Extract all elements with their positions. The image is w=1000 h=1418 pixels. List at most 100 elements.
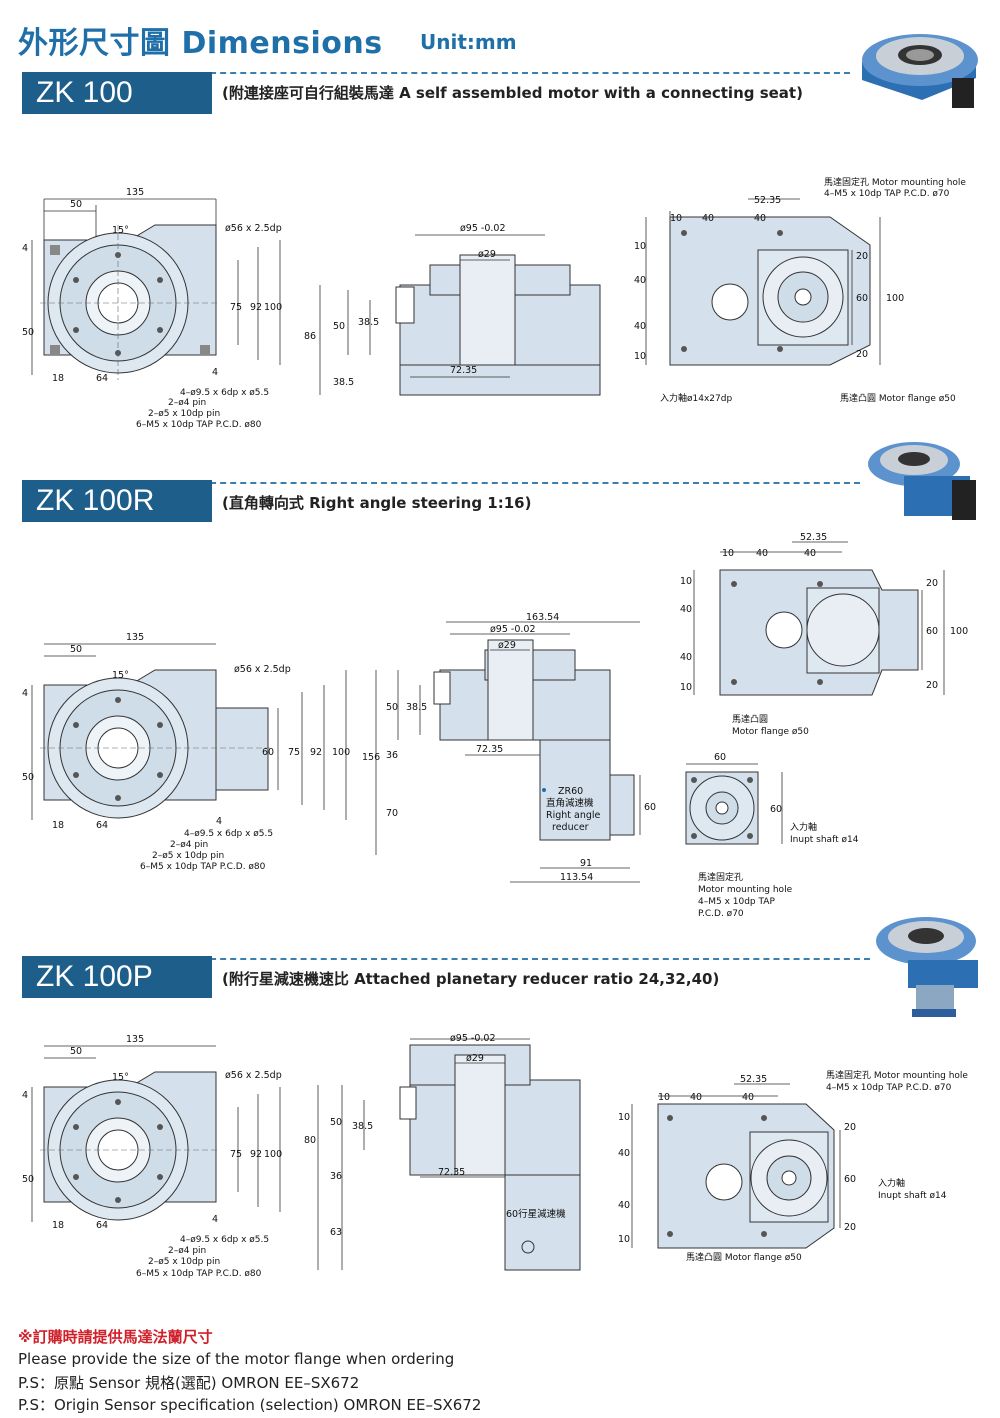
- dim-label: 36: [330, 1171, 342, 1182]
- dim-label: 36: [386, 750, 398, 761]
- dim-label: 64: [96, 820, 108, 831]
- note-text: 入力軸ø14x27dp: [660, 392, 732, 404]
- dim-label: 52.35: [740, 1074, 767, 1085]
- dim-label: 10: [680, 576, 692, 587]
- note-text: Inupt shaft ø14: [790, 835, 859, 845]
- dim-label: 50: [70, 199, 82, 210]
- dim-label: 86: [304, 331, 316, 342]
- dim-label: 100: [264, 1149, 282, 1160]
- dim-label: 135: [126, 1034, 144, 1045]
- reducer-label: 60行星減速機: [506, 1208, 566, 1220]
- dim-label: 20: [844, 1222, 856, 1233]
- order-note-cn: ※訂購時請提供馬達法蘭尺寸: [18, 1328, 213, 1346]
- dim-label: 40: [742, 1092, 754, 1103]
- dim-label: 50: [386, 702, 398, 713]
- dim-label: 18: [52, 820, 64, 831]
- dim-label: 18: [52, 1220, 64, 1231]
- note-text: Motor mounting hole: [698, 885, 793, 895]
- note-text: 4–ø9.5 x 6dp x ø5.5: [180, 388, 269, 398]
- zk100p-front-view: 135 50 15° ø56 x 2.5dp 4 50 18 64 4 75 9…: [22, 1034, 282, 1279]
- reducer-label: Right angle: [546, 810, 601, 821]
- dim-label: 64: [96, 373, 108, 384]
- note-text: Motor flange ø50: [732, 727, 809, 737]
- note-text: 2–ø5 x 10dp pin: [148, 409, 220, 419]
- dim-label: 60: [844, 1174, 856, 1185]
- dim-label: 70: [386, 808, 398, 819]
- model-description: (附行星減速機速比 Attached planetary reducer rat…: [222, 970, 720, 988]
- dim-label: 72.35: [450, 365, 477, 376]
- section-divider: [200, 72, 850, 74]
- dim-label: 92: [250, 302, 262, 313]
- note-text: 6–M5 x 10dp TAP P.C.D. ø80: [136, 1269, 262, 1279]
- dim-label: 156: [362, 752, 380, 763]
- dim-label: 20: [926, 578, 938, 589]
- dim-label: 50: [22, 1174, 34, 1185]
- note-text: 2–ø4 pin: [168, 1246, 206, 1256]
- dim-label: 40: [618, 1148, 630, 1159]
- dim-label: ø56 x 2.5dp: [225, 1070, 282, 1081]
- dim-label: 50: [70, 1046, 82, 1057]
- section-divider: [200, 958, 870, 960]
- dim-label: ø56 x 2.5dp: [225, 223, 282, 234]
- zk100-side-view: ø95 -0.02 ø29 86 50 38.5 38.5 72.35: [304, 223, 601, 396]
- dim-label: 75: [230, 302, 242, 313]
- zk100r-motor-view: 52.35 10 40 40 10 40 40 10 20 60 100 20 …: [680, 532, 968, 737]
- dim-label: 38.5: [333, 377, 354, 388]
- product-photo-zk100: [862, 34, 978, 108]
- note-text: 馬達固定孔 Motor mounting hole: [824, 176, 966, 188]
- note-text: P.C.D. ø70: [698, 909, 744, 919]
- note-text: 2–ø4 pin: [170, 840, 208, 850]
- note-text: 入力軸: [790, 821, 817, 833]
- dim-label: 4: [216, 816, 222, 827]
- dim-label: 10: [670, 213, 682, 224]
- note-text: 入力軸: [878, 1177, 905, 1189]
- dim-label: 60: [856, 293, 868, 304]
- order-note-en: Please provide the size of the motor fla…: [18, 1350, 455, 1368]
- dim-label: 4: [22, 688, 28, 699]
- dim-label: 40: [756, 548, 768, 559]
- dim-label: ø56 x 2.5dp: [234, 664, 291, 675]
- dim-label: 20: [856, 251, 868, 262]
- dim-label: ø29: [466, 1053, 484, 1064]
- note-text: 4–ø9.5 x 6dp x ø5.5: [184, 829, 273, 839]
- dim-label: ø95 -0.02: [450, 1033, 496, 1044]
- dim-label: 40: [618, 1200, 630, 1211]
- note-text: 馬達凸圓 Motor flange ø50: [686, 1251, 802, 1263]
- zk100r-front-view: 135 50 15° ø56 x 2.5dp 4 50 18 64 4 60 7…: [22, 632, 350, 872]
- dim-label: 40: [634, 321, 646, 332]
- dim-label: 60: [926, 626, 938, 637]
- dim-label: 40: [804, 548, 816, 559]
- dim-label: 40: [754, 213, 766, 224]
- model-label-zk100r: ZK 100R: [22, 480, 212, 522]
- dim-label: 60: [644, 802, 656, 813]
- note-text: Inupt shaft ø14: [878, 1191, 947, 1201]
- note-text: 馬達凸圓: [732, 713, 768, 725]
- dim-label: 40: [680, 604, 692, 615]
- zk100p-side-view: ø95 -0.02 ø29 80 50 38.5 36 63 72.35 60行…: [304, 1033, 581, 1271]
- dim-label: 91: [580, 858, 592, 869]
- dim-label: 10: [618, 1234, 630, 1245]
- page-title: 外形尺寸圖 Dimensions: [18, 26, 383, 61]
- note-text: 4–M5 x 10dp TAP P.C.D. ø70: [826, 1083, 952, 1093]
- dim-label: 38.5: [406, 702, 427, 713]
- zk100r-input-flange-view: 60 60 入力軸 Inupt shaft ø14 馬達固定孔 Motor mo…: [685, 752, 859, 919]
- note-text: 2–ø5 x 10dp pin: [152, 851, 224, 861]
- dim-label: 40: [702, 213, 714, 224]
- section-divider: [200, 482, 860, 484]
- dim-label: ø29: [478, 249, 496, 260]
- dim-label: 52.35: [754, 195, 781, 206]
- note-text: 馬達固定孔: [698, 871, 743, 883]
- dim-label: 92: [310, 747, 322, 758]
- dim-label: 113.54: [560, 872, 593, 883]
- dim-label: 10: [634, 241, 646, 252]
- dim-label: 50: [70, 644, 82, 655]
- dim-label: 50: [330, 1117, 342, 1128]
- note-text: 馬達凸圓 Motor flange ø50: [840, 392, 956, 404]
- dim-label: 20: [856, 349, 868, 360]
- dim-label: 10: [722, 548, 734, 559]
- dim-label: 64: [96, 1220, 108, 1231]
- dim-label: 63: [330, 1227, 342, 1238]
- dim-label: 80: [304, 1135, 316, 1146]
- dim-label: 72.35: [476, 744, 503, 755]
- note-text: 4–ø9.5 x 6dp x ø5.5: [180, 1235, 269, 1245]
